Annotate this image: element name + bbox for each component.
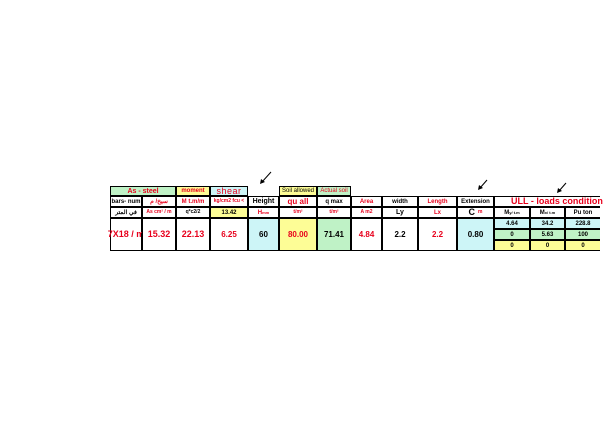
as-steel-header: As - steel bbox=[110, 186, 176, 196]
my-symbol: M bbox=[504, 209, 510, 216]
load-pu-3[interactable]: 0 bbox=[565, 240, 600, 251]
load-mx-2[interactable]: 5.63 bbox=[530, 229, 565, 240]
load-mx-1[interactable]: 34.2 bbox=[530, 218, 565, 229]
qu-all-unit: t/m² bbox=[279, 207, 317, 218]
c-unit: m bbox=[478, 209, 483, 215]
load-my-1[interactable]: 4.64 bbox=[494, 218, 530, 229]
q-max-value: 71.41 bbox=[317, 218, 351, 251]
actual-soil-header: Actual soil bbox=[317, 186, 351, 196]
q-expression-label: q*c2/2 bbox=[176, 207, 210, 218]
area-header: Area bbox=[351, 196, 382, 207]
shear-value: 6.25 bbox=[210, 218, 248, 251]
qu-all-value[interactable]: 80.00 bbox=[279, 218, 317, 251]
length-value: 2.2 bbox=[418, 218, 457, 251]
mx-subscript: x/ t.m bbox=[544, 209, 556, 215]
qu-all-header: qu all bbox=[279, 196, 317, 207]
load-pu-2[interactable]: 100 bbox=[565, 229, 600, 240]
shear-header: shear bbox=[210, 186, 248, 196]
height-header: Height bbox=[248, 196, 279, 207]
h-symbol: H bbox=[257, 209, 263, 216]
extension-arrow-icon bbox=[478, 179, 488, 190]
bars-num-header: bars- num bbox=[110, 196, 142, 207]
load-my-3[interactable]: 0 bbox=[494, 240, 530, 251]
shear-limit-header: kg/cm2 fcu < bbox=[210, 196, 248, 207]
mx-symbol: M bbox=[539, 209, 545, 216]
area-unit: A m2 bbox=[351, 207, 382, 218]
width-value: 2.2 bbox=[382, 218, 418, 251]
moment-value: 22.13 bbox=[176, 218, 210, 251]
height-arrow-icon bbox=[260, 171, 272, 184]
lx-label: Lx bbox=[418, 207, 457, 218]
shear-limit-value: 13.42 bbox=[210, 207, 248, 218]
height-value[interactable]: 60 bbox=[248, 218, 279, 251]
moment-header: moment bbox=[176, 186, 210, 196]
as-unit-label: As cm² / m bbox=[142, 207, 176, 218]
load-my-2[interactable]: 0 bbox=[494, 229, 530, 240]
ull-loads-condition-title: ULL - loads condition bbox=[494, 196, 603, 207]
per-meter-label: في المتر bbox=[110, 207, 142, 218]
steel-per-m-header: سيخ/ م bbox=[142, 196, 176, 207]
h-subscript: mm bbox=[262, 209, 270, 215]
bars-value: 7X18 / m bbox=[108, 218, 144, 251]
ly-label: Ly bbox=[382, 207, 418, 218]
length-header: Length bbox=[418, 196, 457, 207]
extension-value[interactable]: 0.80 bbox=[457, 218, 494, 251]
area-value: 4.84 bbox=[351, 218, 382, 251]
load-mx-3[interactable]: 0 bbox=[530, 240, 565, 251]
load-pu-1[interactable]: 228.8 bbox=[565, 218, 600, 229]
soil-allowed-header: Soil allowed bbox=[279, 186, 317, 196]
my-subscript: y/ t.m bbox=[509, 209, 520, 215]
as-value: 15.32 bbox=[142, 218, 176, 251]
q-max-header: q max bbox=[317, 196, 351, 207]
c-symbol: C bbox=[468, 207, 476, 217]
pu-header: Pu ton bbox=[565, 207, 600, 218]
loads-arrow-icon bbox=[557, 182, 567, 193]
q-max-unit: t/m² bbox=[317, 207, 351, 218]
extension-header: Extension bbox=[457, 196, 494, 207]
moment-unit-header: M t.m/m bbox=[176, 196, 210, 207]
width-header: width bbox=[382, 196, 418, 207]
